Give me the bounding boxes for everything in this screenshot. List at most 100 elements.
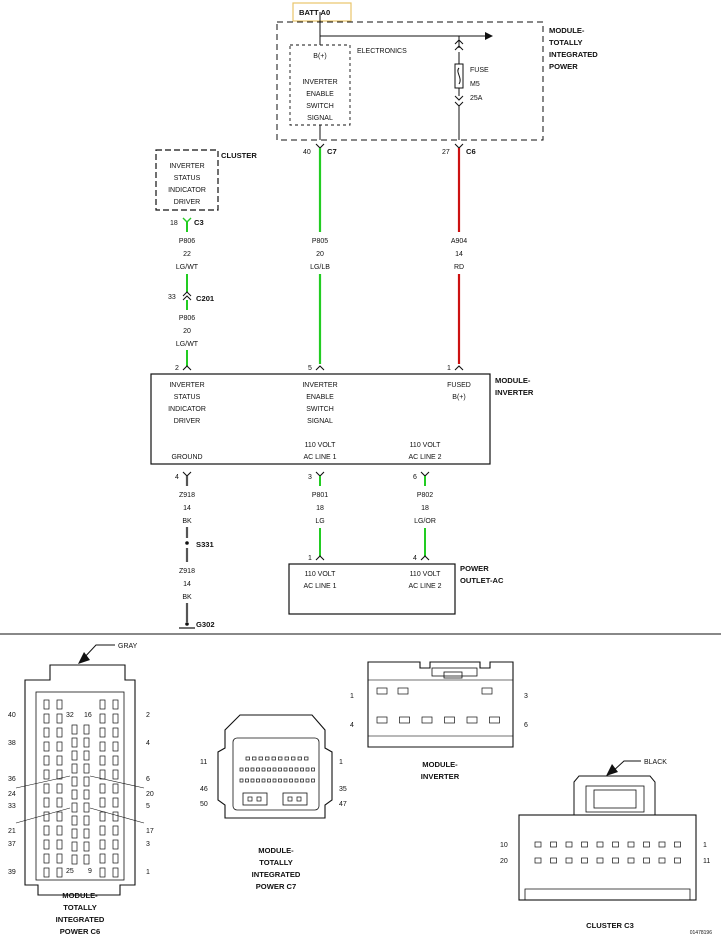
- svg-text:M5: M5: [470, 81, 480, 88]
- svg-text:18: 18: [421, 505, 429, 512]
- svg-text:33: 33: [168, 294, 176, 301]
- wire-p801: P801 18 LG: [312, 476, 328, 556]
- cavity: [112, 727, 119, 738]
- cavity: [56, 797, 63, 808]
- svg-text:CLUSTER: CLUSTER: [221, 151, 257, 160]
- svg-text:4: 4: [146, 740, 150, 747]
- svg-text:24: 24: [8, 791, 16, 798]
- svg-text:27: 27: [442, 149, 450, 156]
- svg-text:P801: P801: [312, 492, 328, 499]
- cavity: [300, 767, 304, 772]
- cluster-module: CLUSTER INVERTER STATUS INDICATOR DRIVER: [155, 149, 257, 211]
- cavity: [99, 853, 106, 864]
- svg-text:INVERTER: INVERTER: [169, 163, 204, 170]
- cavity: [397, 687, 409, 695]
- cavity: [56, 783, 63, 794]
- cavity: [99, 867, 106, 878]
- svg-text:21: 21: [8, 828, 16, 835]
- cavity: [534, 857, 542, 864]
- svg-text:POWER: POWER: [460, 564, 489, 573]
- cavity: [112, 713, 119, 724]
- svg-text:STATUS: STATUS: [174, 394, 201, 401]
- cavity: [112, 755, 119, 766]
- svg-text:SIGNAL: SIGNAL: [307, 418, 333, 425]
- svg-text:20: 20: [316, 251, 324, 258]
- svg-text:18: 18: [316, 505, 324, 512]
- cavity: [265, 756, 270, 761]
- svg-text:1: 1: [350, 693, 354, 700]
- svg-text:GRAY: GRAY: [118, 643, 138, 650]
- cavity: [43, 825, 50, 836]
- cavity: [83, 802, 90, 813]
- cavity: [83, 750, 90, 761]
- svg-text:POWER C7: POWER C7: [256, 882, 297, 891]
- svg-text:6: 6: [413, 474, 417, 481]
- cavity: [565, 841, 573, 848]
- cavity: [305, 778, 310, 783]
- power-outlet-module: 110 VOLT AC LINE 1 110 VOLT AC LINE 2 PO…: [288, 563, 504, 615]
- cavity: [99, 783, 106, 794]
- svg-text:4: 4: [175, 474, 179, 481]
- svg-text:P806: P806: [179, 238, 195, 245]
- svg-text:20: 20: [183, 328, 191, 335]
- cavity: [297, 756, 302, 761]
- cavity: [112, 741, 119, 752]
- svg-text:3: 3: [308, 474, 312, 481]
- svg-text:INVERTER: INVERTER: [169, 382, 204, 389]
- svg-text:11: 11: [703, 858, 710, 865]
- svg-text:4: 4: [413, 555, 417, 562]
- cavity: [43, 867, 50, 878]
- cavity: [43, 853, 50, 864]
- svg-text:10: 10: [500, 842, 508, 849]
- svg-text:110 VOLT: 110 VOLT: [305, 442, 337, 449]
- cavity: [596, 841, 604, 848]
- cavity: [261, 778, 266, 783]
- cavity: [674, 857, 681, 864]
- cavity: [99, 797, 106, 808]
- svg-text:TOTALLY: TOTALLY: [259, 858, 293, 867]
- cavity: [399, 716, 410, 724]
- cavity: [311, 767, 315, 772]
- connector-view-c3: BLACK 10 20 1 11 CLUSTER C3: [500, 759, 710, 930]
- svg-text:20: 20: [500, 858, 508, 865]
- svg-text:110 VOLT: 110 VOLT: [410, 571, 442, 578]
- cavity: [56, 825, 63, 836]
- svg-text:C201: C201: [196, 294, 215, 303]
- cavity: [71, 737, 78, 748]
- svg-text:36: 36: [8, 776, 16, 783]
- svg-text:FUSE: FUSE: [470, 67, 489, 74]
- c3-cavities: [534, 841, 681, 864]
- svg-text:3: 3: [524, 693, 528, 700]
- cavity: [376, 687, 388, 695]
- cavity: [112, 825, 119, 836]
- svg-text:1: 1: [339, 759, 343, 766]
- cavity: [581, 841, 588, 848]
- svg-text:25A: 25A: [470, 95, 483, 102]
- svg-text:DRIVER: DRIVER: [174, 199, 200, 206]
- svg-text:110 VOLT: 110 VOLT: [410, 442, 442, 449]
- svg-text:AC LINE 1: AC LINE 1: [303, 583, 336, 590]
- cavity: [43, 811, 50, 822]
- cavity: [294, 778, 299, 783]
- cavity: [99, 755, 106, 766]
- cavity: [581, 857, 588, 864]
- svg-text:INTEGRATED: INTEGRATED: [56, 915, 105, 924]
- svg-text:11: 11: [200, 759, 207, 766]
- cavity: [83, 854, 90, 865]
- cavity: [283, 767, 288, 772]
- cavity: [83, 828, 90, 839]
- cavity: [596, 857, 604, 864]
- cavity: [83, 737, 90, 748]
- svg-text:BK: BK: [182, 518, 192, 525]
- cavity: [99, 839, 106, 850]
- cavity: [658, 857, 666, 864]
- svg-text:MODULE-: MODULE-: [549, 26, 585, 35]
- cavity: [56, 755, 63, 766]
- svg-text:SIGNAL: SIGNAL: [307, 115, 333, 122]
- svg-text:LG/OR: LG/OR: [414, 518, 436, 525]
- cavity: [250, 767, 255, 772]
- cavity: [256, 796, 262, 802]
- svg-text:9: 9: [88, 868, 92, 875]
- svg-text:5: 5: [308, 365, 312, 372]
